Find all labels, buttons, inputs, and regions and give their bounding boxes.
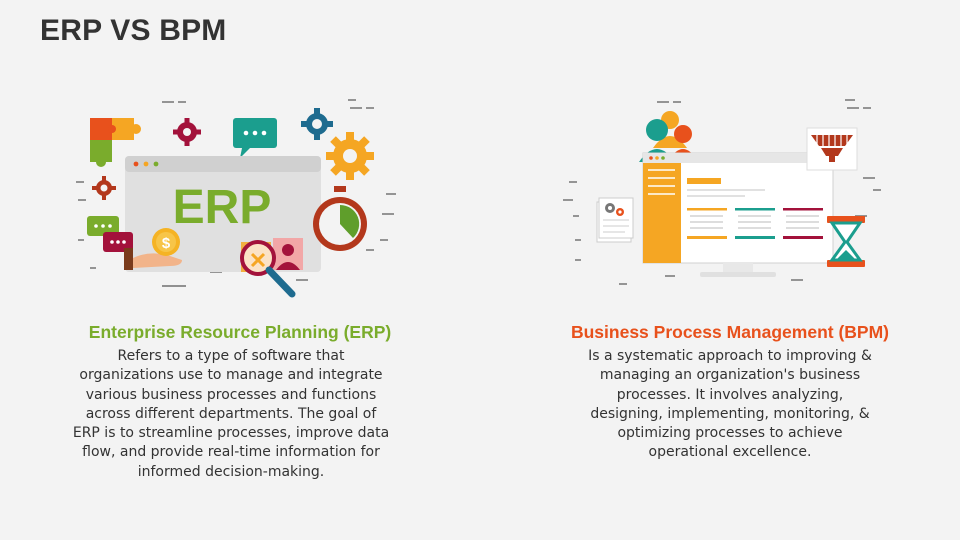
coin-symbol: $ bbox=[162, 235, 171, 252]
gear-icon bbox=[326, 132, 374, 180]
stopwatch-icon bbox=[313, 186, 367, 251]
gear-icon bbox=[92, 176, 116, 200]
bpm-description: Is a systematic approach to improving & … bbox=[588, 348, 872, 461]
dashboard-columns bbox=[687, 208, 823, 239]
magnifier-icon bbox=[240, 240, 296, 298]
monitor-dashboard-icon bbox=[642, 152, 834, 277]
dollar-coin-icon: $ bbox=[124, 228, 182, 270]
erp-description: Refers to a type of software that organi… bbox=[72, 348, 390, 480]
gear-icon bbox=[301, 108, 333, 140]
chat-bubble-icon bbox=[233, 118, 277, 158]
bpm-heading: Business Process Management (BPM) bbox=[570, 322, 889, 342]
erp-heading: Enterprise Resource Planning (ERP) bbox=[88, 322, 392, 342]
funnel-chart-icon bbox=[806, 127, 858, 171]
slide-title: ERP VS BPM bbox=[40, 14, 227, 47]
document-gears-icon bbox=[596, 197, 634, 243]
bpm-illustration bbox=[563, 99, 881, 285]
gear-icon bbox=[173, 118, 201, 146]
puzzle-icon bbox=[90, 118, 141, 167]
hourglass-icon bbox=[827, 216, 865, 267]
erp-illustration: ERP $ bbox=[76, 99, 396, 298]
erp-screen-label: ERP bbox=[173, 181, 272, 234]
chat-bubble-icon bbox=[87, 216, 133, 252]
